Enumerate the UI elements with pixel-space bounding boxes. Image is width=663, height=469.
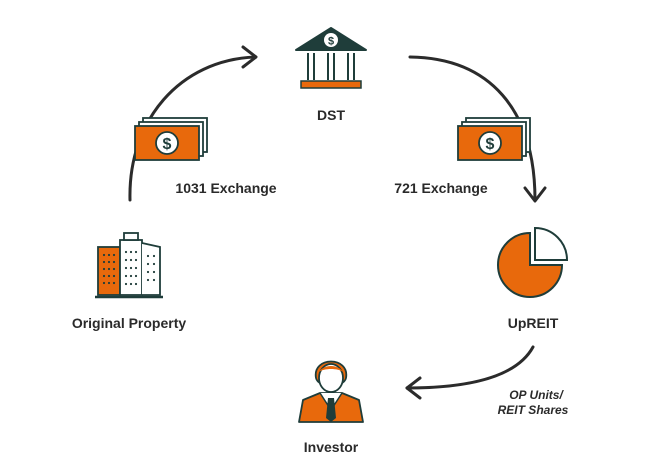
- arrow-upreit-to-investor: [405, 345, 535, 400]
- node-label-original-property: Original Property: [72, 315, 187, 331]
- money-icon-left: $: [134, 117, 208, 161]
- edge-label-op-units: OP Units/: [509, 388, 564, 402]
- money-icon-right: $: [457, 117, 531, 161]
- pie-chart-icon: [497, 226, 569, 298]
- svg-text:$: $: [328, 36, 334, 48]
- svg-text:$: $: [163, 136, 172, 153]
- svg-text:$: $: [486, 136, 495, 153]
- arrow-dst-to-upreit: [408, 55, 547, 203]
- edge-label-reit-shares: REIT Shares: [498, 403, 569, 417]
- node-label-investor: Investor: [304, 439, 359, 455]
- buildings-icon: [95, 232, 163, 299]
- investor-icon: [298, 360, 364, 423]
- edge-label-1031-exchange: 1031 Exchange: [175, 180, 276, 196]
- bank-icon: $: [295, 27, 367, 89]
- edge-label-721-exchange: 721 Exchange: [394, 180, 488, 196]
- arrow-property-to-dst: [128, 45, 258, 202]
- node-label-upreit: UpREIT: [508, 315, 559, 331]
- node-label-dst: DST: [317, 107, 345, 123]
